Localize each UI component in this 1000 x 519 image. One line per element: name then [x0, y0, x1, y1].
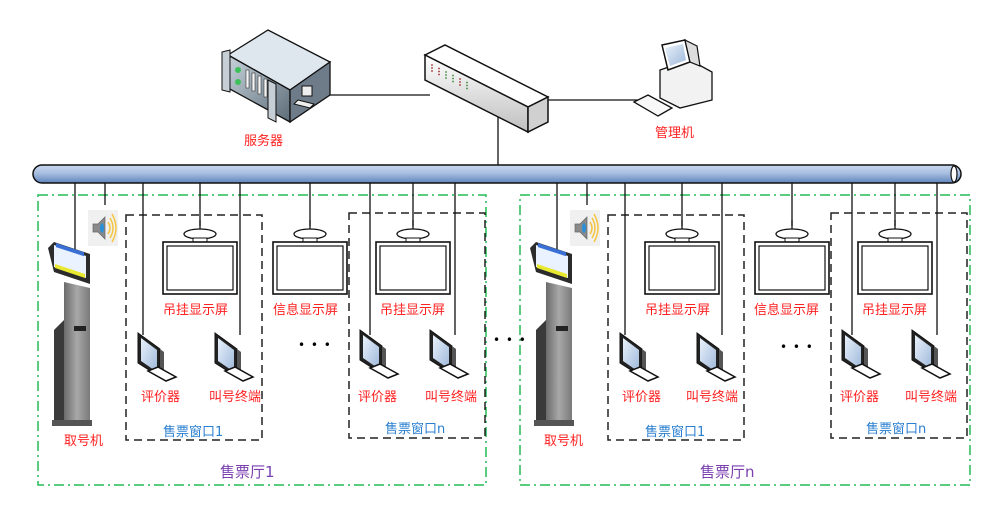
hall-1-window-n-call-terminal-label: 叫号终端	[425, 390, 478, 405]
hall-n-window-1-hanging-display-icon	[644, 219, 720, 295]
hall-1-window-1-boundary	[125, 214, 263, 441]
hall-n-info-screen-label: 信息显示屏	[754, 303, 820, 318]
hall-1-window-n-call-terminal-icon	[429, 329, 469, 379]
hall-n-label: 售票厅n	[700, 463, 755, 481]
network-bus-end	[950, 165, 958, 183]
hall-1-window-1-call-terminal-label: 叫号终端	[209, 390, 262, 405]
hall-n-window-1-call-terminal-label: 叫号终端	[686, 390, 739, 405]
hall-n-window-1-hanging-screen-label: 吊挂显示屏	[645, 303, 711, 318]
hall-1-window-1-hanging-display-icon	[162, 219, 238, 295]
hall-n-window-1-label: 售票窗口1	[645, 425, 706, 440]
between-halls-ellipsis: • • •	[493, 333, 527, 347]
hall-1-label: 售票厅1	[220, 463, 275, 481]
hall-1-kiosk-icon	[48, 242, 92, 426]
hall-n-window-1-boundary	[607, 214, 745, 441]
hall-1-window-n-hanging-display-icon	[375, 219, 451, 295]
hall-n-window-n-hanging-screen-label: 吊挂显示屏	[862, 303, 928, 318]
hall-n-boundary	[519, 194, 971, 486]
server-label: 服务器	[244, 134, 284, 149]
admin-pc-label: 管理机	[655, 126, 695, 141]
hall-n-ticket-machine-label: 取号机	[544, 434, 584, 449]
hall-1-ellipsis: • • •	[298, 338, 332, 352]
hall-1-window-n-label: 售票窗口n	[385, 422, 446, 437]
hall-n-window-1-evaluator-icon	[619, 332, 659, 382]
hall-1-window-n-boundary	[348, 212, 486, 439]
hall-n-window-n-label: 售票窗口n	[866, 422, 927, 437]
hall-1-boundary	[37, 194, 487, 486]
hall-1-window-n-evaluator-label: 评价器	[358, 390, 398, 405]
hall-n-info-screen-icon	[754, 219, 830, 295]
hall-1-speaker-icon	[87, 209, 119, 247]
network-bus	[32, 164, 962, 184]
hall-1-window-1-call-terminal-icon	[214, 332, 254, 382]
hall-n-window-1-evaluator-label: 评价器	[622, 390, 662, 405]
hall-n-window-n-evaluator-label: 评价器	[840, 390, 880, 405]
hall-n-window-n-call-terminal-label: 叫号终端	[905, 390, 958, 405]
hall-n-window-n-hanging-display-icon	[857, 219, 933, 295]
hall-1-window-1-label: 售票窗口1	[163, 425, 224, 440]
hall-n-window-n-evaluator-icon	[841, 329, 881, 379]
hall-1-window-n-hanging-screen-label: 吊挂显示屏	[380, 303, 446, 318]
hall-n-window-n-boundary	[830, 212, 968, 439]
hall-n-window-n-call-terminal-icon	[911, 329, 951, 379]
desktop-computer-icon	[632, 38, 713, 117]
hall-1-info-screen-label: 信息显示屏	[273, 303, 339, 318]
network-switch-icon	[423, 44, 550, 134]
hall-1-window-1-evaluator-icon	[137, 332, 177, 382]
server-icon	[221, 29, 332, 124]
hall-1-info-screen-icon	[272, 219, 348, 295]
hall-n-speaker-icon	[569, 209, 601, 247]
hall-n-window-1-call-terminal-icon	[696, 332, 736, 382]
hall-n-kiosk-icon	[530, 242, 574, 426]
hall-1-window-1-evaluator-label: 评价器	[141, 390, 181, 405]
hall-1-window-1-hanging-screen-label: 吊挂显示屏	[163, 303, 229, 318]
hall-1-window-n-evaluator-icon	[359, 329, 399, 379]
hall-1-ticket-machine-label: 取号机	[64, 434, 104, 449]
hall-n-ellipsis: • • •	[780, 340, 814, 354]
